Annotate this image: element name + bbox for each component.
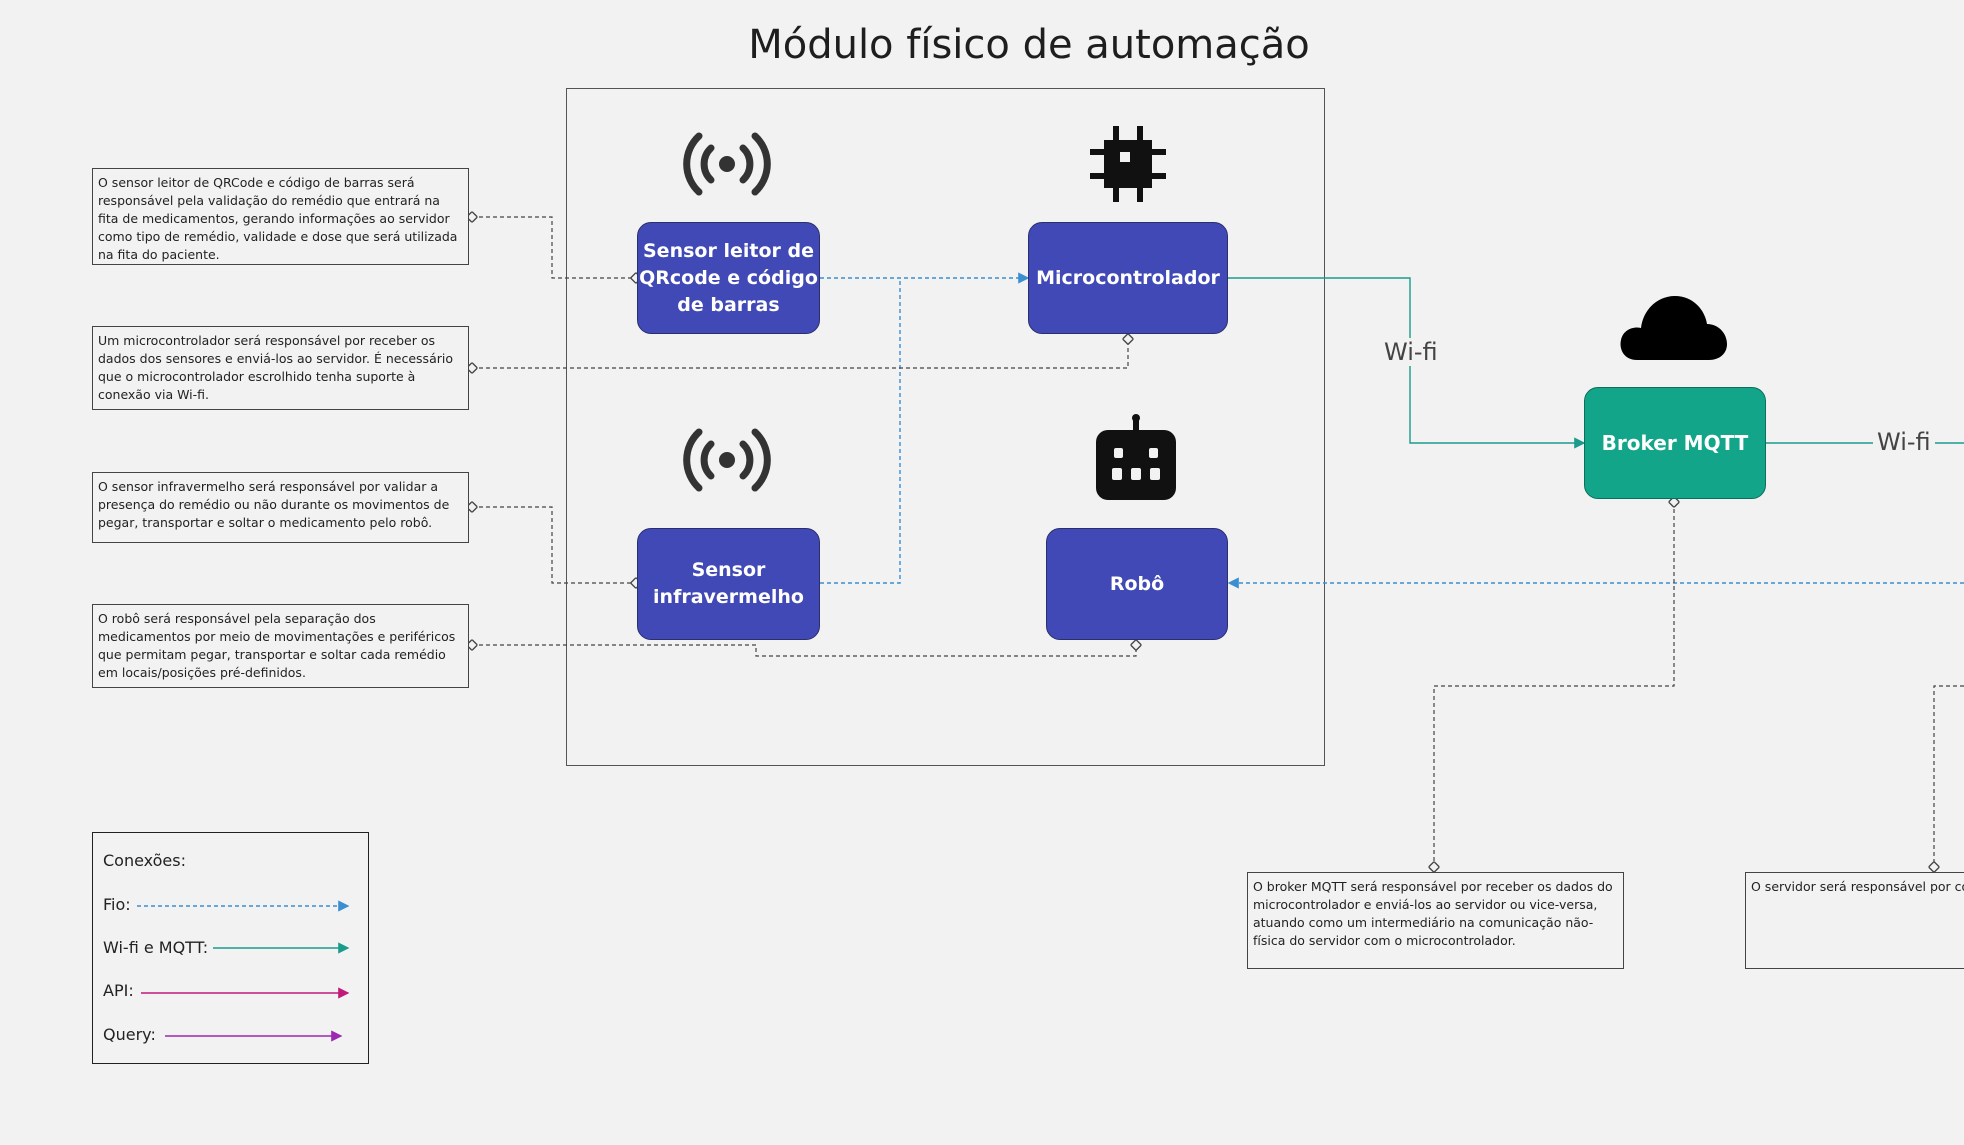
cloud-icon (1620, 296, 1727, 360)
wifi-label: Wi-fi (1873, 428, 1935, 456)
page-title: Módulo físico de automação (748, 22, 1310, 68)
legend-label-wifi: Wi-fi e MQTT: (103, 938, 209, 957)
note-robot: O robô será responsável pela separação d… (92, 604, 469, 688)
wire-sensor-ir-to-microcontroller (820, 278, 901, 584)
legend-label-query: Query: (103, 1025, 156, 1044)
sensor-qr-node[interactable]: Sensor leitor de QRcode e código de barr… (637, 222, 820, 334)
robot-node[interactable]: Robô (1046, 528, 1228, 640)
note-link-robot (472, 645, 1136, 657)
broadcast-icon (683, 428, 771, 492)
robot-icon (1096, 414, 1176, 500)
chip-icon (1090, 126, 1166, 202)
legend-label-api: API: (103, 981, 134, 1000)
wifi-label: Wi-fi (1380, 338, 1442, 366)
sensor-ir-node[interactable]: Sensor infravermelho (637, 528, 820, 640)
note-sensor-qr: O sensor leitor de QRCode e código de ba… (92, 168, 469, 265)
note-link-server (1934, 685, 1964, 867)
microcontroller-node[interactable]: Microcontrolador (1028, 222, 1228, 334)
note-sensor-ir: O sensor infravermelho será responsável … (92, 472, 469, 543)
legend: Conexões: Fio: Wi-fi e MQTT: API: Query: (92, 832, 369, 1064)
note-link-sensor-ir (472, 507, 636, 583)
note-link-sensor-qr (472, 217, 636, 278)
legend-label-wire: Fio: (103, 895, 131, 914)
legend-line-samples (137, 900, 350, 1042)
module-frame (566, 88, 1325, 766)
legend-heading: Conexões: (103, 851, 186, 870)
note-link-broker (1434, 502, 1674, 867)
note-broker: O broker MQTT será responsável por receb… (1247, 872, 1624, 969)
note-microcontroller: Um microcontrolador será responsável por… (92, 326, 469, 410)
note-server: O servidor será responsável por co da so… (1745, 872, 1964, 969)
note-link-microcontroller (472, 339, 1128, 368)
broker-mqtt-node[interactable]: Broker MQTT (1584, 387, 1766, 499)
broadcast-icon (683, 132, 771, 196)
